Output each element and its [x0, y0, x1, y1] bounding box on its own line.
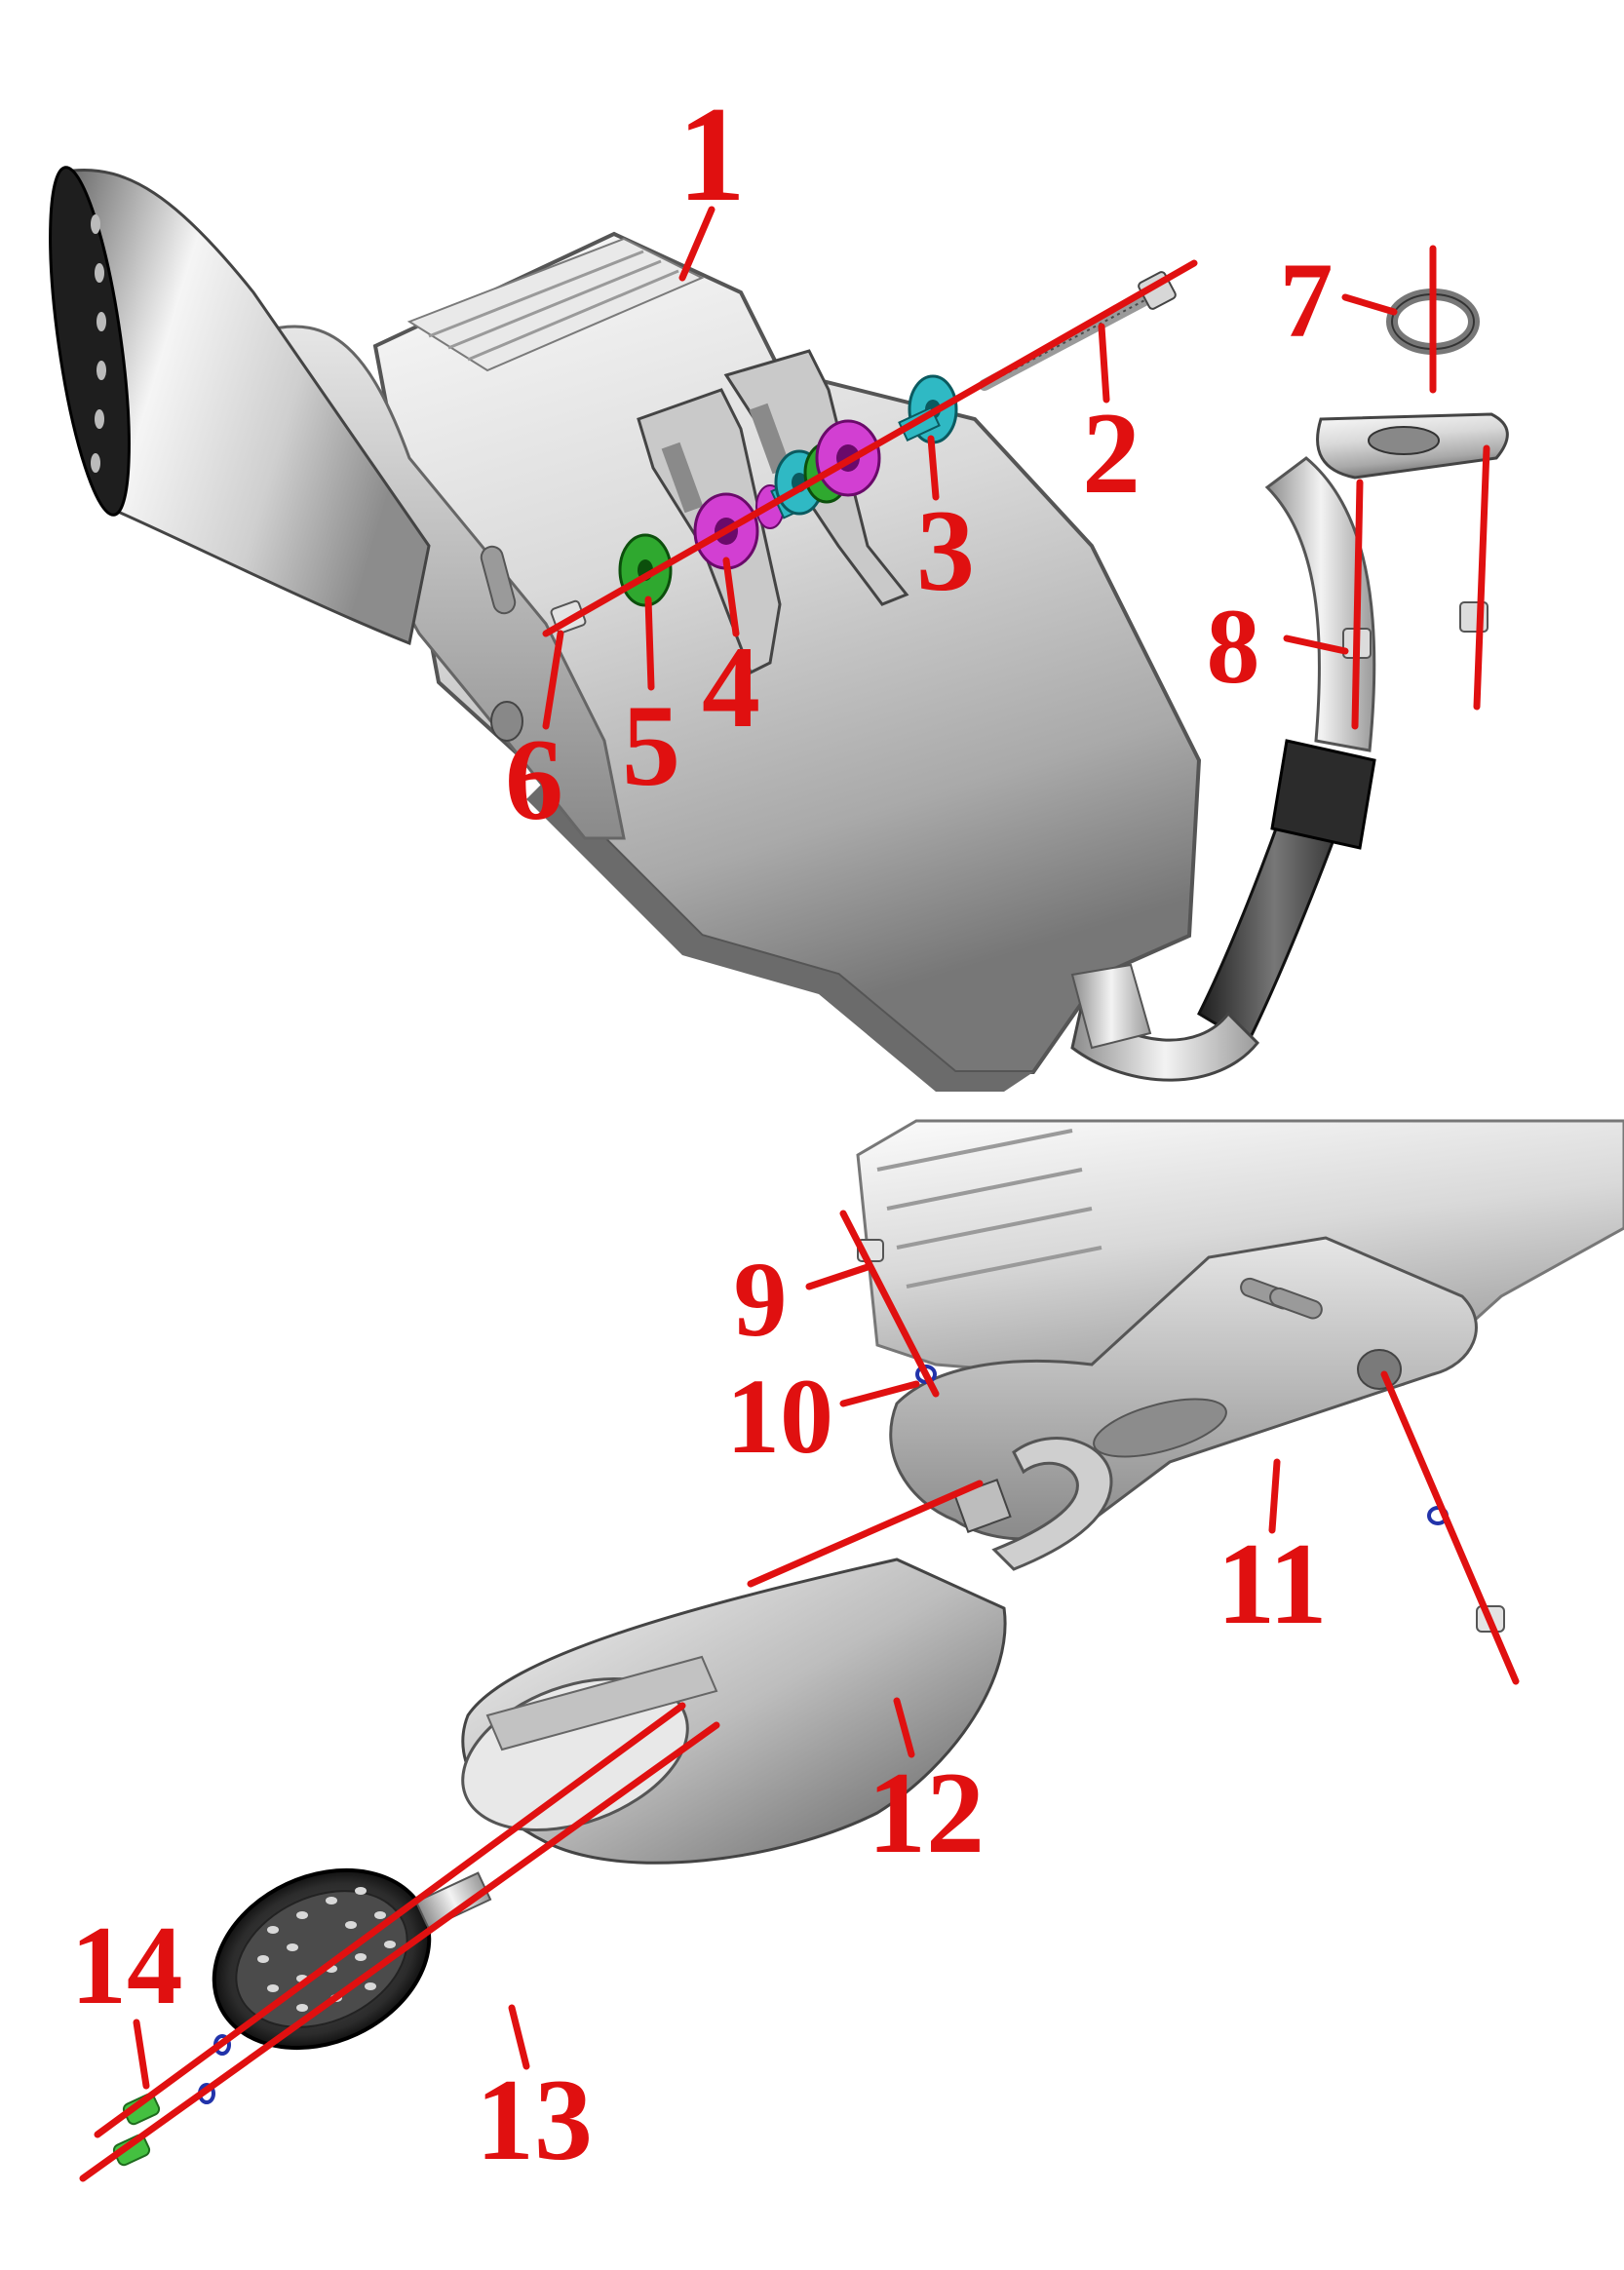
bracket-hole — [490, 701, 523, 742]
callout-10: 10 — [726, 1357, 833, 1476]
leader-4 — [722, 557, 740, 637]
tailpipe-cone — [71, 168, 431, 646]
callout-9: 9 — [734, 1240, 788, 1359]
tail-inner-pipe — [485, 1655, 718, 1751]
callout-7: 7 — [1280, 241, 1334, 360]
tailpipe-opening — [49, 166, 131, 517]
leader-lines — [79, 206, 1520, 2182]
header-upper-pipe — [1264, 456, 1376, 752]
bracket-slot — [480, 545, 517, 615]
callout-12: 12 — [868, 1748, 985, 1877]
leader-3 — [927, 435, 940, 501]
hanger-loop — [991, 1437, 1113, 1571]
axis-stud-left — [1351, 479, 1364, 730]
leader-11 — [1268, 1458, 1281, 1534]
tailpipe-perforations — [91, 214, 106, 473]
axis-tail-b — [79, 1721, 720, 2182]
callout-1: 1 — [677, 79, 746, 230]
leader-1 — [678, 206, 715, 282]
axis-tail-upper — [747, 1480, 984, 1588]
axis-screw-9 — [839, 1210, 940, 1398]
muffler-lower-ribs — [876, 1129, 1102, 1289]
bracket-window-left — [661, 442, 704, 514]
leader-14 — [133, 2019, 150, 2090]
muffler-outlet-stub — [1070, 963, 1152, 1050]
leader-13 — [508, 2004, 530, 2070]
callout-3: 3 — [916, 485, 975, 615]
muffler-bracket-cutout — [1093, 1398, 1227, 1458]
axis-bolt — [542, 259, 1198, 637]
leader-7 — [1341, 293, 1398, 316]
callout-6: 6 — [505, 714, 563, 844]
callout-14: 14 — [71, 1904, 183, 2027]
header-sleeve — [1270, 739, 1376, 850]
perforated-end-cap — [212, 1867, 492, 2051]
leader-5 — [644, 596, 655, 691]
callout-8: 8 — [1207, 587, 1260, 706]
flange-port — [1368, 426, 1440, 455]
axis-stud-right — [1473, 444, 1490, 711]
muffler-rib-lines — [428, 250, 679, 362]
leader-9 — [805, 1263, 871, 1290]
top-assembly — [49, 166, 1509, 1092]
leader-12 — [893, 1697, 915, 1758]
callout-2: 2 — [1082, 388, 1141, 518]
end-cap-spout — [414, 1871, 492, 1930]
leader-6 — [542, 630, 564, 730]
callout-5: 5 — [622, 680, 680, 810]
axis-tail-a — [94, 1702, 686, 2138]
callout-4: 4 — [702, 622, 760, 751]
leader-8 — [1283, 635, 1349, 655]
axis-bracket-bolt — [1380, 1370, 1520, 1685]
leader-10 — [839, 1380, 920, 1407]
bracket-slot-b — [1269, 1287, 1323, 1320]
callout-13: 13 — [476, 2055, 593, 2184]
leader-2 — [1098, 323, 1110, 404]
bottom-assembly — [112, 1119, 1624, 2167]
bracket-bolt-hole — [1357, 1349, 1402, 1390]
bracket-window-right — [749, 403, 792, 475]
callout-11: 11 — [1217, 1519, 1327, 1648]
